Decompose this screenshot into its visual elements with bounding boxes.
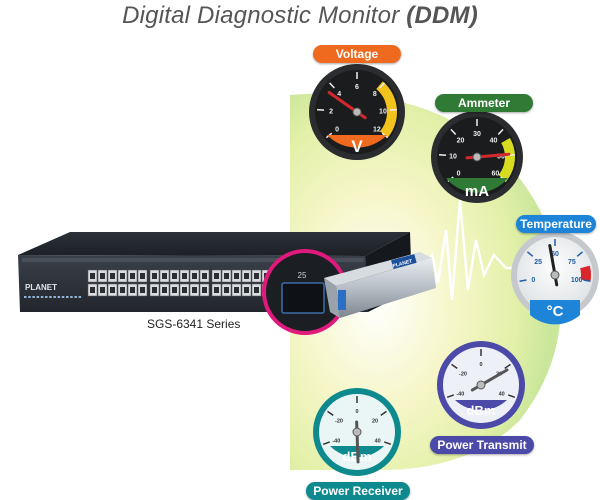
power-receiver-gauge: -40-2002040dBm (313, 388, 401, 476)
ammeter-label: Ammeter (435, 94, 533, 112)
status-led (36, 296, 40, 298)
gauge-tick-label: 0 (335, 127, 339, 134)
power-transmit-label: Power Transmit (430, 436, 534, 454)
gauge-tick-label: 20 (457, 138, 465, 145)
temperature-gauge: 0 25 50 75 100 °C (511, 231, 599, 325)
status-led (70, 296, 73, 298)
gauge-unit-panel (455, 400, 507, 411)
gauge-tick-label: 50 (551, 251, 559, 258)
gauge-tick-label: 100 (571, 277, 583, 284)
status-led (45, 296, 48, 298)
gauge-tick (322, 441, 331, 446)
voltage-label: Voltage (313, 45, 401, 63)
port-label: 25 (298, 271, 307, 280)
temperature-label: Temperature (516, 215, 596, 233)
power-receiver-label: Power Receiver (306, 482, 410, 500)
gauge-tick-label: 10 (379, 108, 387, 115)
gauge-tick-label: 75 (568, 259, 576, 266)
gauge-hub (352, 427, 362, 437)
status-led (28, 296, 31, 298)
gauge-range-arc (580, 265, 591, 282)
gauge-tick-label: 2 (329, 108, 333, 115)
sfp-module (324, 252, 436, 318)
status-led (49, 296, 52, 298)
power-transmit-gauge: -40-2002040dBm (437, 341, 525, 429)
gauge-unit-panel (446, 178, 508, 193)
gauge-hub (472, 152, 482, 162)
voltage-gauge: 0 2 4 6 8 10 12V (309, 64, 405, 160)
gauge-unit-panel (530, 300, 580, 325)
gauge-tick (379, 82, 385, 89)
sfp-port (281, 282, 325, 314)
gauge-tick-label: 0 (457, 170, 461, 177)
gauge-range-arc (498, 138, 515, 182)
status-led (32, 296, 35, 298)
device-caption: SGS-6341 Series (147, 317, 241, 331)
signal-waveform (330, 199, 560, 301)
gauge-tick-label: 25 (534, 259, 542, 266)
status-led (24, 296, 27, 298)
status-led (66, 296, 69, 298)
gauge-tick (329, 82, 335, 89)
gauge-tick-label: 60 (491, 170, 499, 177)
gauge-tick-label: 0 (479, 362, 482, 368)
gauge-tick (504, 363, 511, 369)
gauge-tick (507, 394, 516, 399)
gauge-hub (550, 270, 560, 280)
gauge-tick-label: -20 (459, 371, 467, 377)
gauge-tick-label: 40 (375, 439, 381, 445)
gauge-tick-label: 0 (531, 277, 535, 284)
status-led (61, 296, 65, 298)
gauge-tick (519, 279, 527, 282)
gauge-tick-label: 10 (449, 154, 457, 161)
gauge-tick-label: 40 (499, 392, 505, 398)
status-led (40, 296, 44, 298)
status-led (78, 296, 82, 298)
gauge-unit: V (351, 137, 363, 156)
gauge-tick (576, 251, 584, 257)
gauge-tick (383, 441, 392, 446)
gauge-tick-label: -20 (335, 418, 343, 424)
gauge-hub (352, 107, 362, 117)
page-title: Digital Diagnostic Monitor (DDM) (122, 2, 478, 29)
gauge-tick-label: -40 (456, 392, 464, 398)
gauge-tick (327, 410, 334, 416)
gauge-tick-label: 4 (337, 91, 341, 98)
gauge-tick (450, 128, 457, 135)
gauge-tick (380, 410, 387, 416)
gauge-hub (476, 380, 486, 390)
gauge-tick (446, 394, 455, 399)
gauge-unit: °C (547, 303, 564, 320)
gauge-unit: mA (465, 183, 489, 200)
gauge-tick (583, 279, 591, 282)
brand-logo: PLANET (25, 283, 57, 292)
sfp-brand-label: PLANET (392, 258, 413, 269)
gauge-tick-label: 20 (372, 418, 378, 424)
gauge-tick-label: 12 (373, 127, 381, 134)
status-led (74, 296, 77, 298)
gauge-tick-label: 8 (373, 91, 377, 98)
gauge-unit-panel (327, 135, 387, 148)
gauge-tick-label: 50 (497, 154, 505, 161)
gauge-tick (526, 251, 534, 257)
gauge-tick (497, 128, 504, 135)
gauge-tick (451, 363, 458, 369)
status-led (57, 296, 61, 298)
gauge-tick-label: 0 (355, 409, 358, 415)
gauge-tick-label: 6 (355, 84, 359, 91)
gauge-range-arc (376, 81, 397, 138)
gauge-tick-label: 30 (473, 131, 481, 138)
status-led (53, 296, 56, 298)
gauge-tick-label: 40 (490, 138, 498, 145)
gauge-unit: dBm (467, 403, 496, 418)
gauge-tick-label: -40 (332, 439, 340, 445)
